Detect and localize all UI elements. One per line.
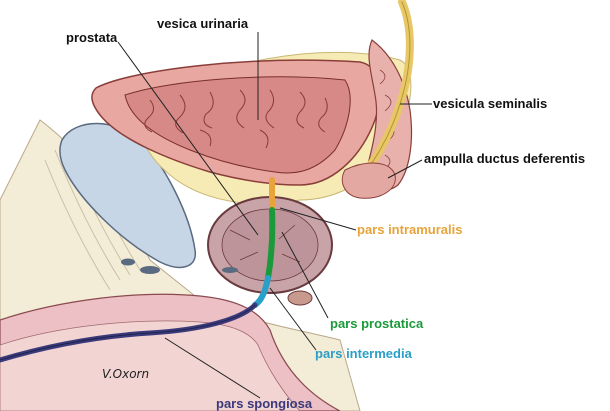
leader-lines	[117, 32, 432, 399]
ampulla	[341, 162, 396, 199]
label-vesicula-seminalis: vesicula seminalis	[433, 96, 547, 111]
label-ampulla-ductus-deferentis: ampulla ductus deferentis	[424, 151, 585, 166]
label-pars-intermedia: pars intermedia	[315, 346, 413, 361]
label-prostata: prostata	[66, 30, 118, 45]
bladder-rugae	[144, 89, 328, 149]
label-pars-spongiosa: pars spongiosa	[216, 396, 313, 411]
bulbourethral-gland	[287, 290, 313, 306]
urethra-pars-prostatica	[265, 207, 276, 281]
label-vesica-urinaria: vesica urinaria	[157, 16, 249, 31]
dorsal-vessels	[121, 258, 238, 274]
label-pars-prostatica: pars prostatica	[330, 316, 424, 331]
artist-signature: V.Oxorn	[102, 367, 149, 381]
bladder-lumen	[124, 76, 351, 174]
label-pars-intramuralis: pars intramuralis	[357, 222, 463, 237]
